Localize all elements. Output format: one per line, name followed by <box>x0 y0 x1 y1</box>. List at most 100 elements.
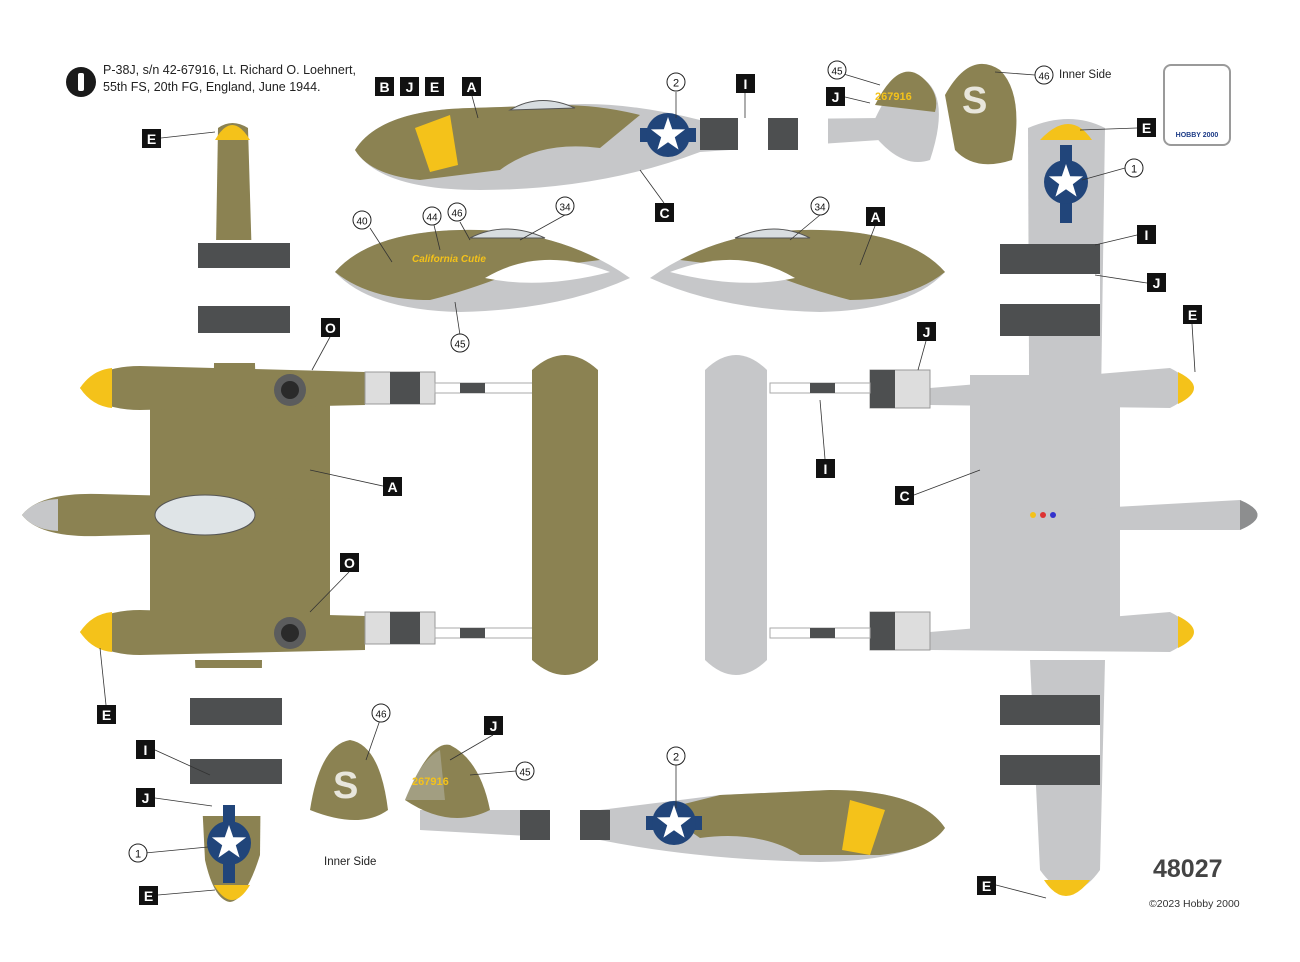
callout-J-1: J <box>400 77 419 96</box>
svg-text:A: A <box>466 79 476 95</box>
callout-C-1: C <box>655 203 674 222</box>
svg-text:E: E <box>430 79 439 95</box>
svg-text:B: B <box>379 79 389 95</box>
tail-letter-bottom: S <box>333 765 358 807</box>
bottom-view-aircraft <box>705 119 1258 896</box>
num-46-bottom: 46 <box>371 703 391 723</box>
callout-A-2: A <box>866 207 885 226</box>
tail-serial-top: 267916 <box>875 91 912 103</box>
nose-detail-right <box>650 228 945 312</box>
callout-E-1: E <box>142 129 161 148</box>
caption-line-1: P-38J, s/n 42-67916, Lt. Richard O. Loeh… <box>103 63 356 77</box>
svg-text:E: E <box>144 888 153 904</box>
svg-text:34: 34 <box>559 203 571 214</box>
callout-B: B <box>375 77 394 96</box>
svg-text:2: 2 <box>673 752 679 764</box>
callout-I-1: I <box>736 74 755 93</box>
nose-detail-left: California Cutie <box>335 228 630 312</box>
callout-A-1: A <box>462 77 481 96</box>
num-1-left: 1 <box>128 843 148 863</box>
copyright: ©2023 Hobby 2000 <box>1149 898 1240 910</box>
num-46-top: 46 <box>1034 65 1054 85</box>
num-1-right: 1 <box>1124 158 1144 178</box>
svg-text:I: I <box>744 76 748 92</box>
svg-text:40: 40 <box>356 217 368 228</box>
svg-text:34: 34 <box>814 203 826 214</box>
svg-text:A: A <box>870 209 880 225</box>
svg-text:I: I <box>1145 227 1149 243</box>
svg-text:2: 2 <box>673 78 679 90</box>
svg-text:E: E <box>1188 307 1197 323</box>
nose-art-text: California Cutie <box>412 254 486 265</box>
svg-text:45: 45 <box>831 67 843 78</box>
svg-text:J: J <box>490 718 498 734</box>
svg-text:O: O <box>344 555 355 571</box>
hobby2000-logo: HOBBY 2000 <box>1163 64 1231 146</box>
callout-E-5: E <box>97 705 116 724</box>
callout-I-2: I <box>1137 225 1156 244</box>
side-profile-top: 267916 S <box>355 63 1017 190</box>
num-2-top: 2 <box>666 72 686 92</box>
top-view-tail <box>364 355 598 675</box>
callout-I-4: I <box>136 740 155 759</box>
callout-I-3: I <box>816 459 835 478</box>
svg-text:45: 45 <box>454 340 466 351</box>
callout-O-1: O <box>321 318 340 337</box>
svg-text:1: 1 <box>1131 164 1137 176</box>
svg-text:J: J <box>406 79 414 95</box>
num-40: 40 <box>352 210 372 230</box>
svg-text:I: I <box>144 742 148 758</box>
callout-E-6: E <box>139 886 158 905</box>
svg-text:E: E <box>102 707 111 723</box>
number-callouts: 2 45 46 1 40 44 46 34 34 45 46 2 45 1 <box>128 60 1144 863</box>
callout-E-4: E <box>1183 305 1202 324</box>
callout-O-2: O <box>340 553 359 572</box>
inner-side-label-bottom: Inner Side <box>324 856 377 868</box>
svg-text:E: E <box>147 131 156 147</box>
num-34-left: 34 <box>555 196 575 216</box>
num-45-top: 45 <box>827 60 847 80</box>
side-profile-bottom: 267916 S <box>310 740 945 862</box>
callout-E-3: E <box>1137 118 1156 137</box>
svg-text:O: O <box>325 320 336 336</box>
svg-text:E: E <box>1142 120 1151 136</box>
svg-text:J: J <box>142 790 150 806</box>
logo-text: HOBBY 2000 <box>1175 132 1219 139</box>
callout-A-3: A <box>383 477 402 496</box>
svg-text:I: I <box>824 461 828 477</box>
svg-text:44: 44 <box>426 213 438 224</box>
caption-line-2: 55th FS, 20th FG, England, June 1944. <box>103 80 321 94</box>
svg-text:J: J <box>832 89 840 105</box>
top-view-aircraft <box>22 123 365 902</box>
catalog-number: 48027 <box>1153 855 1223 883</box>
svg-text:A: A <box>387 479 397 495</box>
num-44: 44 <box>422 206 442 226</box>
svg-text:C: C <box>899 488 909 504</box>
callout-J-2: J <box>826 87 845 106</box>
callout-J-4: J <box>917 322 936 341</box>
callout-J-5: J <box>484 716 503 735</box>
tail-letter-top: S <box>962 80 987 122</box>
callout-J-3: J <box>1147 273 1166 292</box>
leader-lines <box>99 71 1196 899</box>
callout-E-2: E <box>425 77 444 96</box>
tail-serial-bottom: 267916 <box>412 776 449 788</box>
svg-text:E: E <box>982 878 991 894</box>
num-45-bottom: 45 <box>515 761 535 781</box>
num-45-nose: 45 <box>450 333 470 353</box>
svg-text:C: C <box>659 205 669 221</box>
svg-text:J: J <box>923 324 931 340</box>
num-34-right: 34 <box>810 196 830 216</box>
svg-text:45: 45 <box>519 768 531 779</box>
profile-number-badge <box>66 67 96 97</box>
profile-caption: P-38J, s/n 42-67916, Lt. Richard O. Loeh… <box>103 62 356 96</box>
num-2-bottom: 2 <box>666 746 686 766</box>
callout-C-2: C <box>895 486 914 505</box>
callout-E-7: E <box>977 876 996 895</box>
callout-J-6: J <box>136 788 155 807</box>
inner-side-label-top: Inner Side <box>1059 69 1112 81</box>
num-46-nose: 46 <box>447 202 467 222</box>
svg-text:1: 1 <box>135 849 141 861</box>
svg-text:J: J <box>1153 275 1161 291</box>
